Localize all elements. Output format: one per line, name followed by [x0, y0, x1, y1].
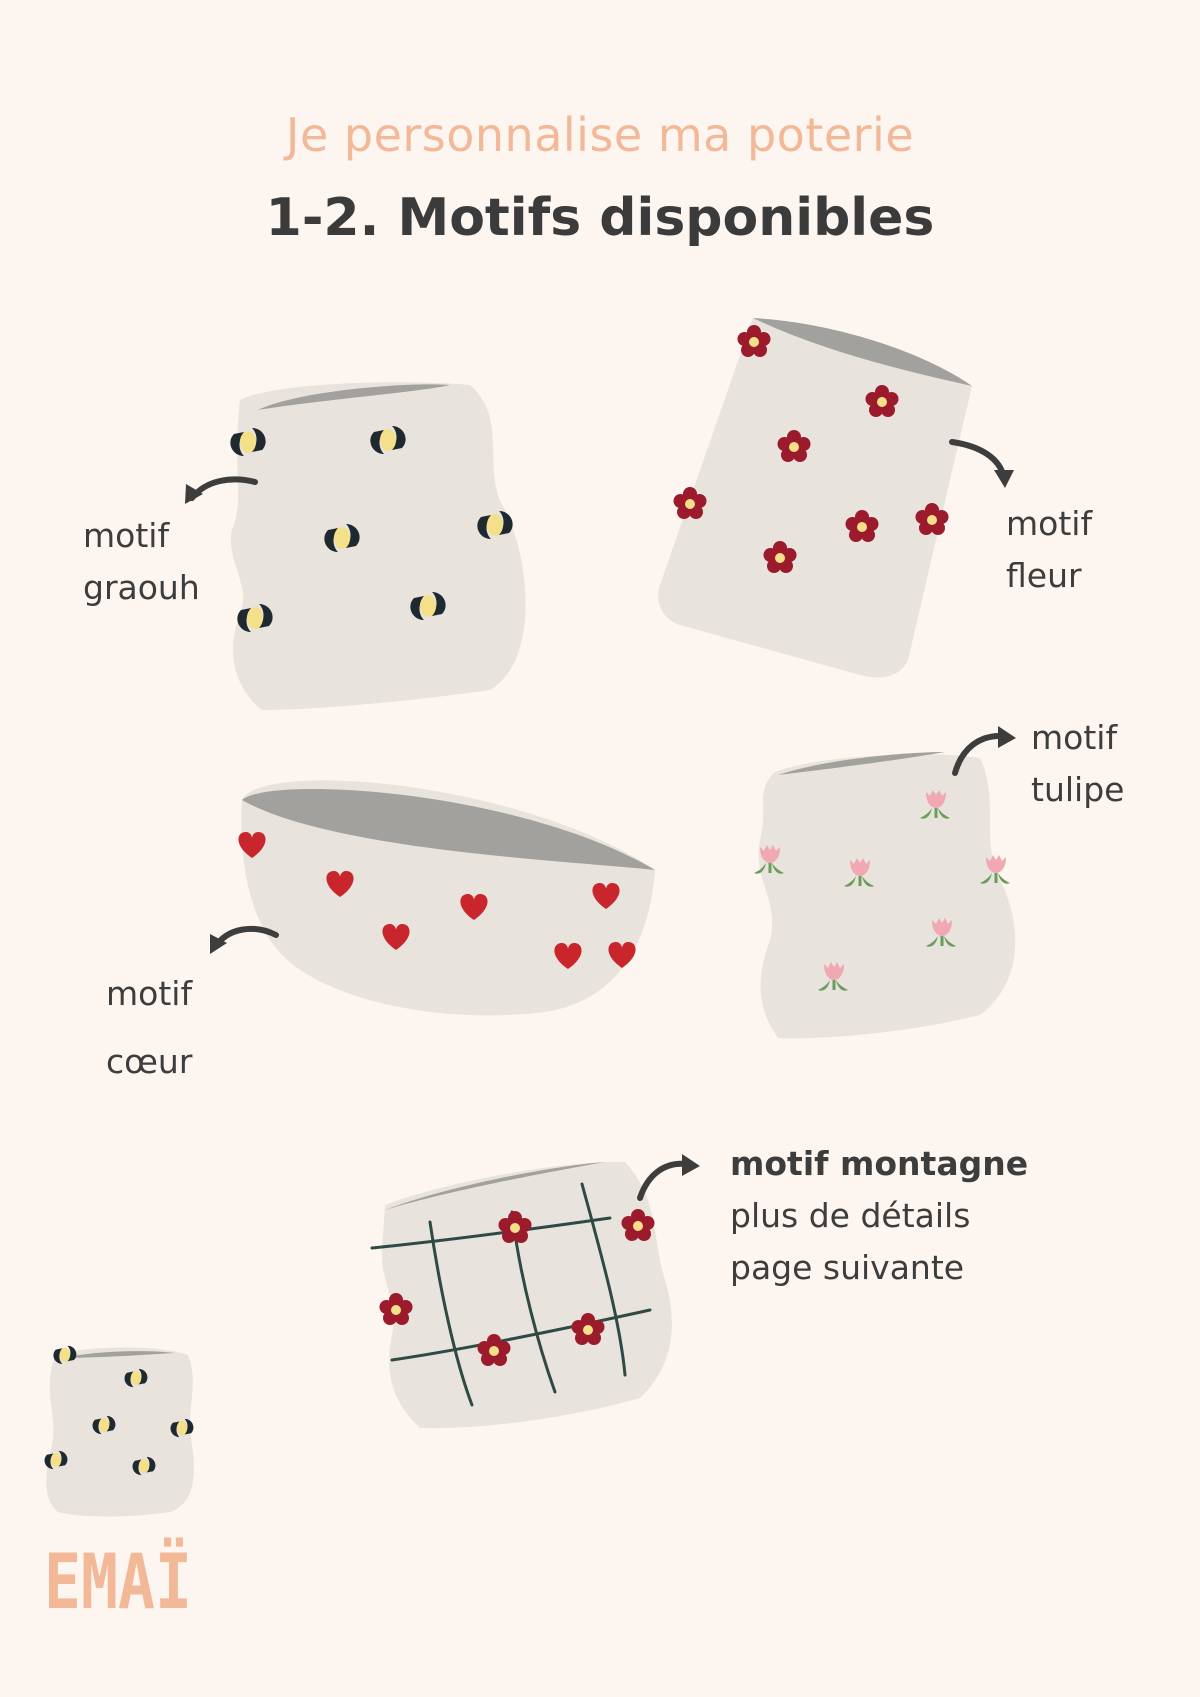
brand-logo: EMAÏ: [44, 1536, 192, 1626]
pot-graouh: [230, 382, 526, 710]
label-coeur: motif cœur: [106, 960, 192, 1096]
label-fleur-line2: fleur: [1006, 556, 1082, 595]
arrow-icon: [952, 726, 1016, 776]
label-tulipe: motif tulipe: [1031, 712, 1124, 816]
label-graouh: motif graouh: [83, 510, 200, 614]
logo-pot: [44, 1345, 194, 1517]
label-tulipe-line1: motif: [1031, 718, 1118, 757]
label-graouh-line2: graouh: [83, 568, 200, 607]
label-montagne: motif montagne plus de détails page suiv…: [730, 1138, 1028, 1294]
label-tulipe-line2: tulipe: [1031, 770, 1125, 809]
label-coeur-line1: motif: [106, 974, 193, 1013]
label-coeur-line2: cœur: [106, 1042, 193, 1081]
label-fleur-line1: motif: [1006, 504, 1093, 543]
page-subtitle: Je personnalise ma poterie: [285, 108, 915, 162]
pot-montagne: [370, 1161, 672, 1429]
label-graouh-line1: motif: [83, 516, 170, 555]
svg-text:EMAÏ: EMAÏ: [44, 1536, 192, 1626]
arrow-icon: [637, 1154, 700, 1201]
pot-coeur: [238, 780, 656, 1016]
label-montagne-line3: page suivante: [730, 1248, 965, 1287]
pot-fleur: [658, 318, 972, 678]
page-title: 1-2. Motifs disponibles: [265, 188, 935, 248]
label-montagne-line1: motif montagne: [730, 1144, 1029, 1183]
label-montagne-line2: plus de détails: [730, 1196, 971, 1235]
arrow-icon: [210, 925, 279, 954]
arrow-icon: [185, 476, 258, 504]
arrow-icon: [949, 439, 1014, 488]
label-fleur: motif fleur: [1006, 498, 1092, 602]
pot-tulipe: [752, 752, 1016, 1039]
